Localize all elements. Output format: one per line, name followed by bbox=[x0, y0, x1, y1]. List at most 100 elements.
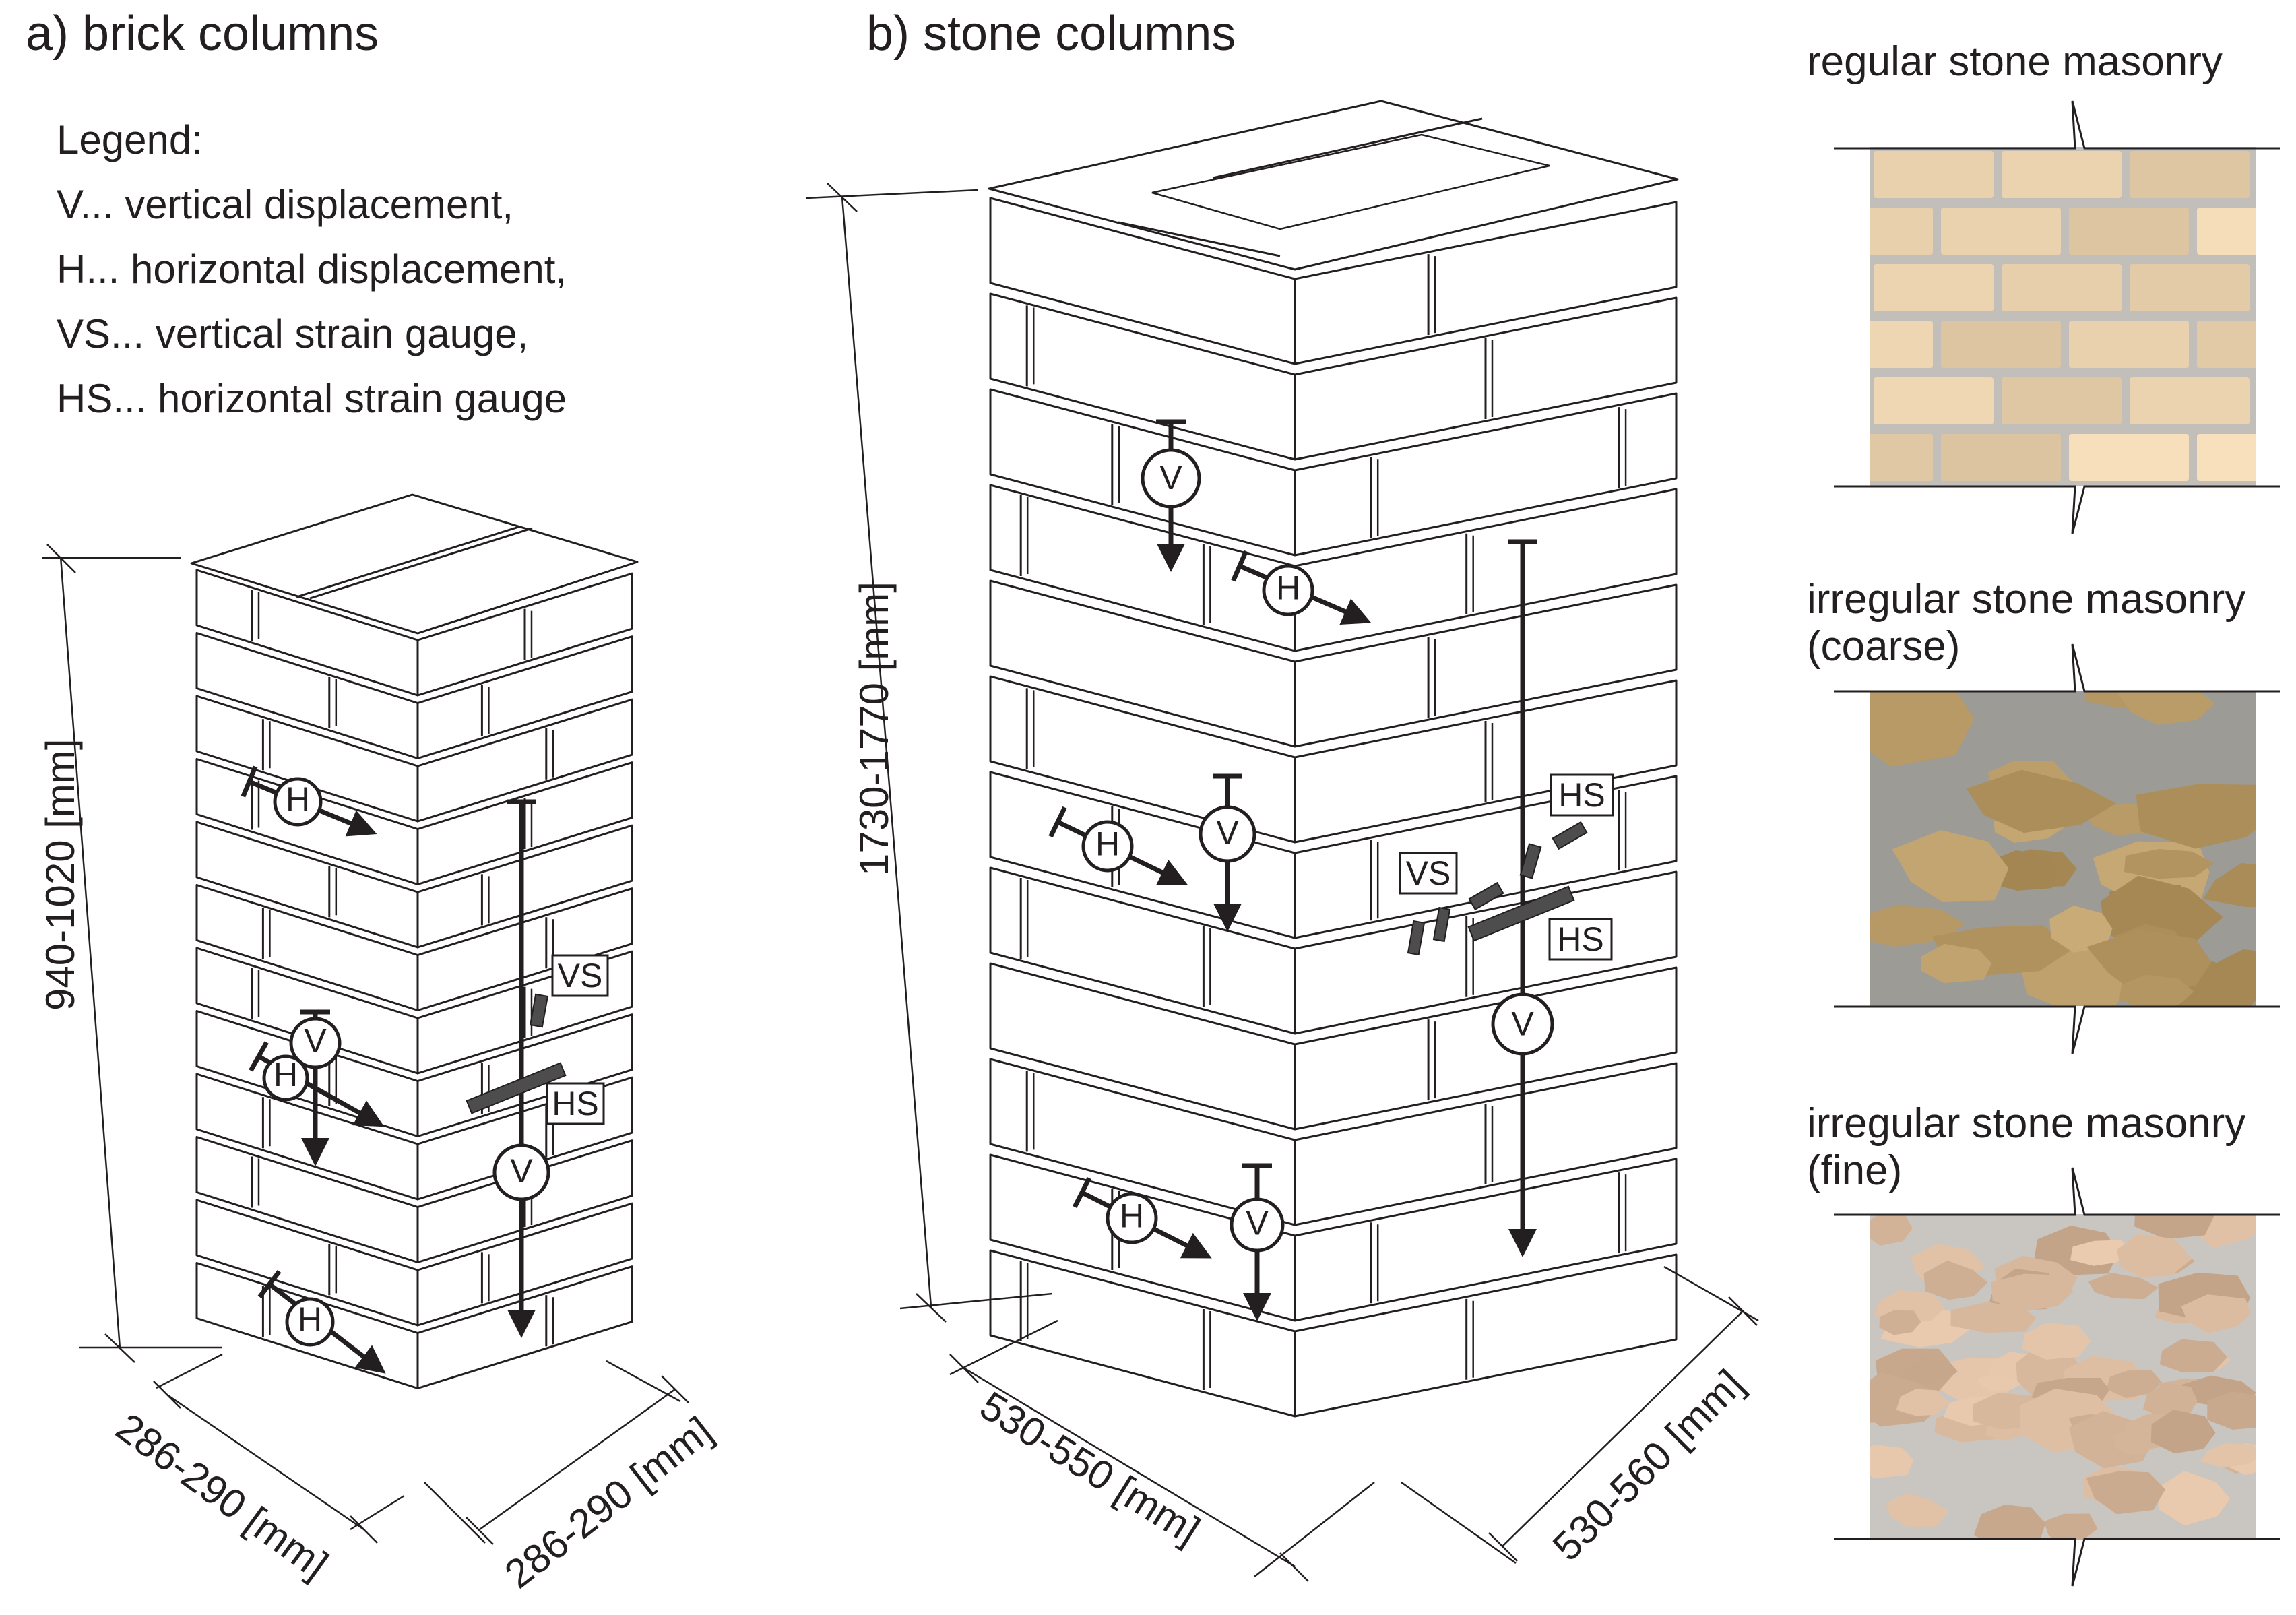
brick-columns-title: a) brick columns bbox=[26, 7, 379, 61]
brick-hs-tag-label: HS bbox=[552, 1085, 598, 1122]
texture-title-regular: regular stone masonry bbox=[1807, 38, 2223, 85]
v-sensor-circle bbox=[1141, 448, 1201, 509]
irregular-stone bbox=[2117, 1233, 2192, 1277]
v-sensor-circle bbox=[1199, 805, 1256, 863]
h-sensor-letter: H bbox=[1095, 825, 1120, 863]
stone-hs-tag-bottom-label: HS bbox=[1557, 920, 1603, 958]
texture-title-coarse-line2: (coarse) bbox=[1807, 623, 1960, 670]
regular-stone bbox=[2197, 321, 2256, 368]
course-side-face bbox=[1294, 775, 1678, 939]
v-sensor-circle bbox=[1230, 1197, 1285, 1253]
irregular-stone bbox=[1991, 1273, 2074, 1312]
regular-stone bbox=[1941, 434, 2061, 481]
regular-stone bbox=[2130, 151, 2250, 198]
regular-stone bbox=[2069, 321, 2189, 368]
irregular-stone bbox=[1921, 943, 1992, 984]
top-joint bbox=[309, 527, 533, 600]
brick-height-label: 940-1020 [mm] bbox=[38, 738, 83, 1011]
irregular-stone bbox=[2088, 1273, 2159, 1300]
legend-heading: Legend: bbox=[57, 117, 203, 162]
regular-stone bbox=[2002, 264, 2122, 311]
irregular-stone bbox=[1977, 1374, 2021, 1392]
course-side-face bbox=[416, 824, 633, 949]
course-side-face bbox=[1294, 966, 1678, 1131]
regular-stone bbox=[2130, 377, 2250, 424]
irregular-stone bbox=[2022, 1323, 2091, 1360]
course-side-face bbox=[416, 887, 633, 1011]
stone-width-right-label: 530-560 [mm] bbox=[1544, 1361, 1752, 1569]
irregular-stone bbox=[1950, 1302, 2037, 1333]
texture-title-fine-line2: (fine) bbox=[1807, 1147, 1902, 1194]
h-sensor-circle bbox=[1081, 820, 1134, 873]
irregular-stone bbox=[1896, 1389, 1950, 1416]
h-sensor-letter: H bbox=[274, 1056, 298, 1094]
irregular-stone bbox=[1870, 691, 1975, 767]
regular-stone bbox=[1874, 151, 1994, 198]
course-side-face bbox=[1294, 583, 1678, 748]
brick-vs-tag-label: VS bbox=[558, 957, 603, 994]
texture-panel-fine: irregular stone masonry (fine) bbox=[1807, 1100, 2280, 1587]
irregular-stone bbox=[2086, 930, 2212, 996]
irregular-stone bbox=[2203, 862, 2256, 908]
h-sensor-circle bbox=[285, 1297, 335, 1347]
course-side-face bbox=[1294, 1158, 1678, 1322]
h-sensor-letter: H bbox=[1276, 569, 1300, 607]
stone-column bbox=[988, 100, 1679, 1418]
brick-height-dimension: 940-1020 [mm] bbox=[38, 544, 222, 1363]
v-sensor-letter: V bbox=[304, 1022, 327, 1060]
h-sensor-circle bbox=[1262, 564, 1314, 616]
h-sensor-circle bbox=[262, 1054, 309, 1102]
irregular-stone bbox=[2136, 784, 2256, 849]
regular-stone bbox=[2258, 377, 2296, 424]
regular-stone bbox=[1874, 264, 1994, 311]
course-side-face bbox=[416, 698, 633, 823]
stone-hs-tag-bottom-box bbox=[1548, 918, 1613, 961]
regular-stone bbox=[2002, 377, 2122, 424]
stone-hs-tag-top-box bbox=[1550, 773, 1614, 817]
brick-horizontal-strain-gauge bbox=[466, 1062, 567, 1114]
irregular-stone bbox=[1973, 1505, 2046, 1540]
irregular-stone bbox=[2119, 974, 2194, 1006]
course-side-face bbox=[416, 1202, 633, 1327]
irregular-stone bbox=[1966, 769, 2116, 833]
brick-vertical-strain-gauge bbox=[529, 993, 549, 1028]
regular-stone bbox=[2130, 264, 2250, 311]
irregular-stone bbox=[2208, 949, 2256, 988]
stone-vs-tag-label: VS bbox=[1406, 854, 1451, 892]
h-sensor-letter: H bbox=[1120, 1197, 1144, 1235]
top-joint bbox=[296, 526, 519, 598]
brick-width-right-dimension: 286-290 [mm] bbox=[424, 1360, 721, 1597]
legend-item-v: V... vertical displacement, bbox=[57, 182, 513, 227]
brick-width-left-dimension: 286-290 [mm] bbox=[108, 1353, 405, 1587]
regular-stone bbox=[2002, 151, 2122, 198]
texture-panel-regular: regular stone masonry bbox=[1807, 38, 2296, 534]
brick-vs-tag-box bbox=[551, 954, 609, 997]
regular-stone bbox=[2258, 151, 2296, 198]
h-sensor-letter: H bbox=[298, 1300, 322, 1338]
top-joint bbox=[1118, 221, 1281, 257]
texture-title-fine-line1: irregular stone masonry bbox=[1807, 1100, 2245, 1147]
regular-stone bbox=[1870, 321, 1933, 368]
irregular-stone bbox=[2043, 1513, 2098, 1540]
irregular-stone bbox=[1901, 1357, 1958, 1385]
course-side-face bbox=[1294, 488, 1678, 652]
v-sensor-letter: V bbox=[1159, 459, 1182, 497]
irregular-stone bbox=[2200, 1443, 2256, 1468]
stone-height-label: 1730-1770 [mm] bbox=[852, 581, 897, 876]
top-joint bbox=[1212, 117, 1483, 179]
stone-vs-gauge-a bbox=[1519, 843, 1542, 879]
v-sensor-circle bbox=[289, 1017, 342, 1069]
stone-hs-gauge-small bbox=[1552, 821, 1588, 850]
irregular-stone bbox=[1892, 829, 2009, 902]
irregular-coarse-masonry-texture bbox=[1870, 691, 2256, 1006]
legend: Legend: V... vertical displacement, H...… bbox=[57, 117, 567, 421]
irregular-stone bbox=[2159, 1339, 2228, 1373]
stone-vs-tag-box bbox=[1399, 852, 1458, 895]
legend-item-hs: HS... horizontal strain gauge bbox=[57, 376, 567, 421]
stone-vs-gauge-c bbox=[1432, 906, 1451, 943]
irregular-stone bbox=[2134, 1214, 2214, 1240]
irregular-stone bbox=[1870, 1214, 1913, 1246]
